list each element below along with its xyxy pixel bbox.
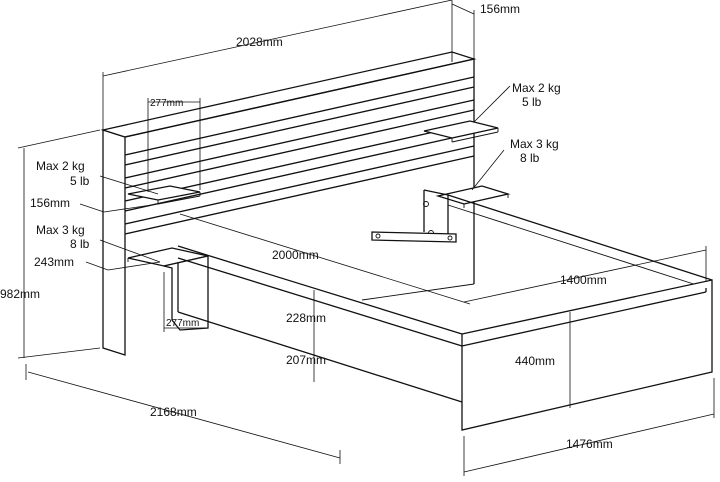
label-lower-left-lb: 8 lb [70,237,90,251]
label-upper-right-kg: Max 2 kg [512,81,561,95]
shelf-upper-left [127,185,201,205]
label-side-height: 440mm [515,354,555,368]
label-shelf-lower-width: 277mm [166,318,199,329]
label-mattress-length: 2000mm [272,248,319,262]
label-lower-left-kg: Max 3 kg [36,223,85,237]
dimension-labels: 2028mm 156mm 277mm Max 2 kg 5 lb 156mm M… [0,2,613,451]
bed-frame [177,189,713,431]
dimension-lines [17,0,715,476]
label-total-height: 982mm [0,287,40,301]
label-clearance-upper: 228mm [286,311,326,325]
label-headboard-depth: 156mm [480,2,520,16]
label-total-length: 2168mm [150,405,197,419]
label-mattress-width: 1400mm [560,273,607,287]
label-total-width: 1476mm [566,437,613,451]
label-shelf-height: 243mm [34,255,74,269]
center-bracket [371,231,457,243]
label-lower-right-lb: 8 lb [520,151,540,165]
label-shelf-depth: 156mm [30,196,70,210]
foot-board [461,279,713,431]
label-upper-right-lb: 5 lb [522,95,542,109]
shelf-lower-right [435,185,511,208]
label-shelf-upper-width: 277mm [150,98,183,109]
bolt-hole [423,201,429,207]
headboard-top [100,51,477,138]
left-rail-top [177,245,463,335]
shelf-upper-right [423,120,499,143]
label-clearance-lower: 207mm [286,353,326,367]
label-lower-right-kg: Max 3 kg [510,137,559,151]
label-upper-left-lb: 5 lb [70,174,90,188]
label-upper-left-kg: Max 2 kg [36,159,85,173]
label-headboard-length: 2028mm [236,35,283,49]
